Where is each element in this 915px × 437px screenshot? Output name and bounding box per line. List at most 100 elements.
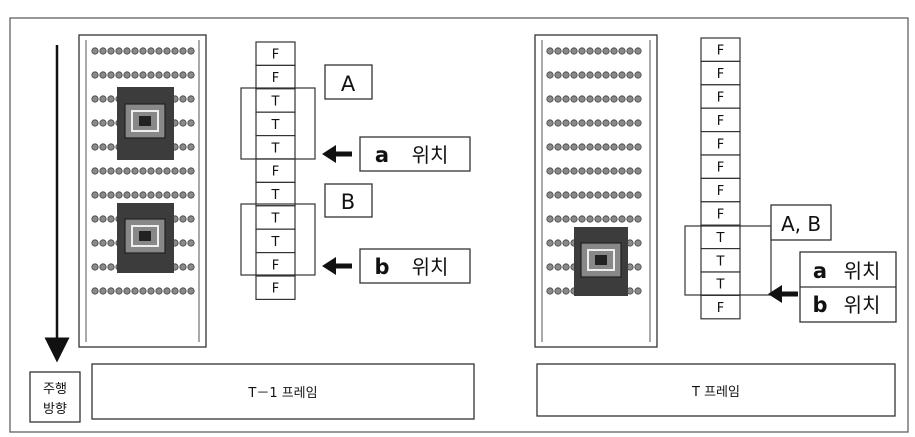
position-b-label-box bbox=[359, 248, 471, 284]
right-road-dot bbox=[586, 71, 594, 79]
right-road-dot bbox=[634, 95, 642, 103]
left-road-dot bbox=[107, 287, 115, 295]
right-road-dot bbox=[634, 167, 642, 175]
left-road-dot bbox=[99, 239, 107, 247]
right-road-dot bbox=[602, 143, 610, 151]
left-road-dot bbox=[187, 215, 195, 223]
left-road-dot bbox=[115, 71, 123, 79]
right-position-a-text: 위치 bbox=[844, 259, 881, 283]
right-road-dot bbox=[602, 167, 610, 175]
left-road-dot bbox=[99, 71, 107, 79]
left-road-dot bbox=[107, 263, 115, 271]
direction-label-box bbox=[29, 371, 81, 423]
left-sequence-cell-label: F bbox=[272, 165, 279, 180]
left-road-dot bbox=[99, 263, 107, 271]
right-road-dot bbox=[626, 47, 634, 55]
left-road-dot bbox=[171, 71, 179, 79]
right-road-dot bbox=[618, 143, 626, 151]
left-sequence-cell-label: T bbox=[271, 212, 280, 227]
left-road-dot bbox=[171, 287, 179, 295]
left-road-dot bbox=[99, 143, 107, 151]
right-road-dot bbox=[610, 119, 618, 127]
right-road-dot bbox=[570, 119, 578, 127]
left-road-dot bbox=[147, 191, 155, 199]
right-road-dot bbox=[610, 143, 618, 151]
right-frame-label: T 프레임 bbox=[691, 385, 740, 400]
right-road-dot bbox=[602, 191, 610, 199]
left-group-bracket-a bbox=[240, 87, 316, 160]
right-road-dot bbox=[570, 167, 578, 175]
left-road-dot bbox=[179, 47, 187, 55]
left-road-dot bbox=[147, 71, 155, 79]
right-road-dot bbox=[586, 47, 594, 55]
right-road-dot bbox=[562, 191, 570, 199]
direction-label-line2: 방향 bbox=[43, 402, 67, 417]
right-road-dot bbox=[626, 71, 634, 79]
left-vehicle-2 bbox=[117, 203, 174, 273]
right-road-dot bbox=[610, 167, 618, 175]
right-road-dot bbox=[610, 215, 618, 223]
right-road-dot bbox=[602, 95, 610, 103]
left-road-dot bbox=[131, 47, 139, 55]
right-road-dot bbox=[602, 215, 610, 223]
right-road-dot bbox=[594, 215, 602, 223]
right-position-b-text: 위치 bbox=[844, 293, 881, 317]
right-sequence-cell-label: F bbox=[717, 44, 724, 59]
left-road-dot bbox=[179, 119, 187, 127]
left-road-dot bbox=[155, 71, 163, 79]
right-road-dot bbox=[626, 167, 634, 175]
right-road-dot bbox=[586, 167, 594, 175]
left-road-dot bbox=[187, 239, 195, 247]
left-road-dot bbox=[139, 191, 147, 199]
right-road-dot bbox=[562, 239, 570, 247]
left-road-dot bbox=[91, 143, 99, 151]
left-road-dot bbox=[179, 239, 187, 247]
left-sequence-cell-label: T bbox=[271, 235, 280, 250]
right-sequence-cell-label: F bbox=[717, 208, 724, 223]
left-road-dot bbox=[171, 47, 179, 55]
left-road-dot bbox=[171, 191, 179, 199]
right-road-dot bbox=[634, 191, 642, 199]
left-road-dot bbox=[91, 71, 99, 79]
left-road-dot bbox=[163, 191, 171, 199]
right-road-dot bbox=[554, 191, 562, 199]
right-sequence-cell-label: F bbox=[717, 301, 724, 316]
left-road-dot bbox=[115, 47, 123, 55]
right-road-dot bbox=[578, 119, 586, 127]
left-road-dot bbox=[155, 47, 163, 55]
right-road-dot bbox=[594, 191, 602, 199]
right-road-dot bbox=[554, 95, 562, 103]
right-road-dot bbox=[618, 71, 626, 79]
right-road-dot bbox=[594, 167, 602, 175]
right-road-dot bbox=[610, 47, 618, 55]
right-road-dot bbox=[602, 119, 610, 127]
right-sequence-cell-label: F bbox=[717, 161, 724, 176]
left-road-dot bbox=[107, 191, 115, 199]
right-road-dot bbox=[562, 215, 570, 223]
right-road-dot bbox=[594, 95, 602, 103]
right-road-dot bbox=[610, 95, 618, 103]
position-a-text: 위치 bbox=[412, 143, 449, 167]
right-road-dot bbox=[546, 95, 554, 103]
left-road-dot bbox=[179, 191, 187, 199]
left-road-dot bbox=[107, 167, 115, 175]
left-road-dot bbox=[179, 71, 187, 79]
right-road-dot bbox=[546, 239, 554, 247]
left-road-dot bbox=[99, 95, 107, 103]
right-road-dot bbox=[594, 119, 602, 127]
right-road-dot bbox=[546, 263, 554, 271]
left-frame-label: T－1 프레임 bbox=[247, 386, 317, 401]
right-road-dot bbox=[570, 95, 578, 103]
right-road-dot bbox=[554, 215, 562, 223]
right-road-dot bbox=[602, 71, 610, 79]
left-sequence-cell-label: T bbox=[271, 141, 280, 156]
left-road-dot bbox=[187, 47, 195, 55]
left-road-dot bbox=[123, 47, 131, 55]
right-road-dot bbox=[562, 287, 570, 295]
left-road-dot bbox=[91, 191, 99, 199]
left-road-dot bbox=[179, 263, 187, 271]
right-road-dot bbox=[554, 287, 562, 295]
right-road-dot bbox=[570, 143, 578, 151]
left-road-dot bbox=[91, 47, 99, 55]
